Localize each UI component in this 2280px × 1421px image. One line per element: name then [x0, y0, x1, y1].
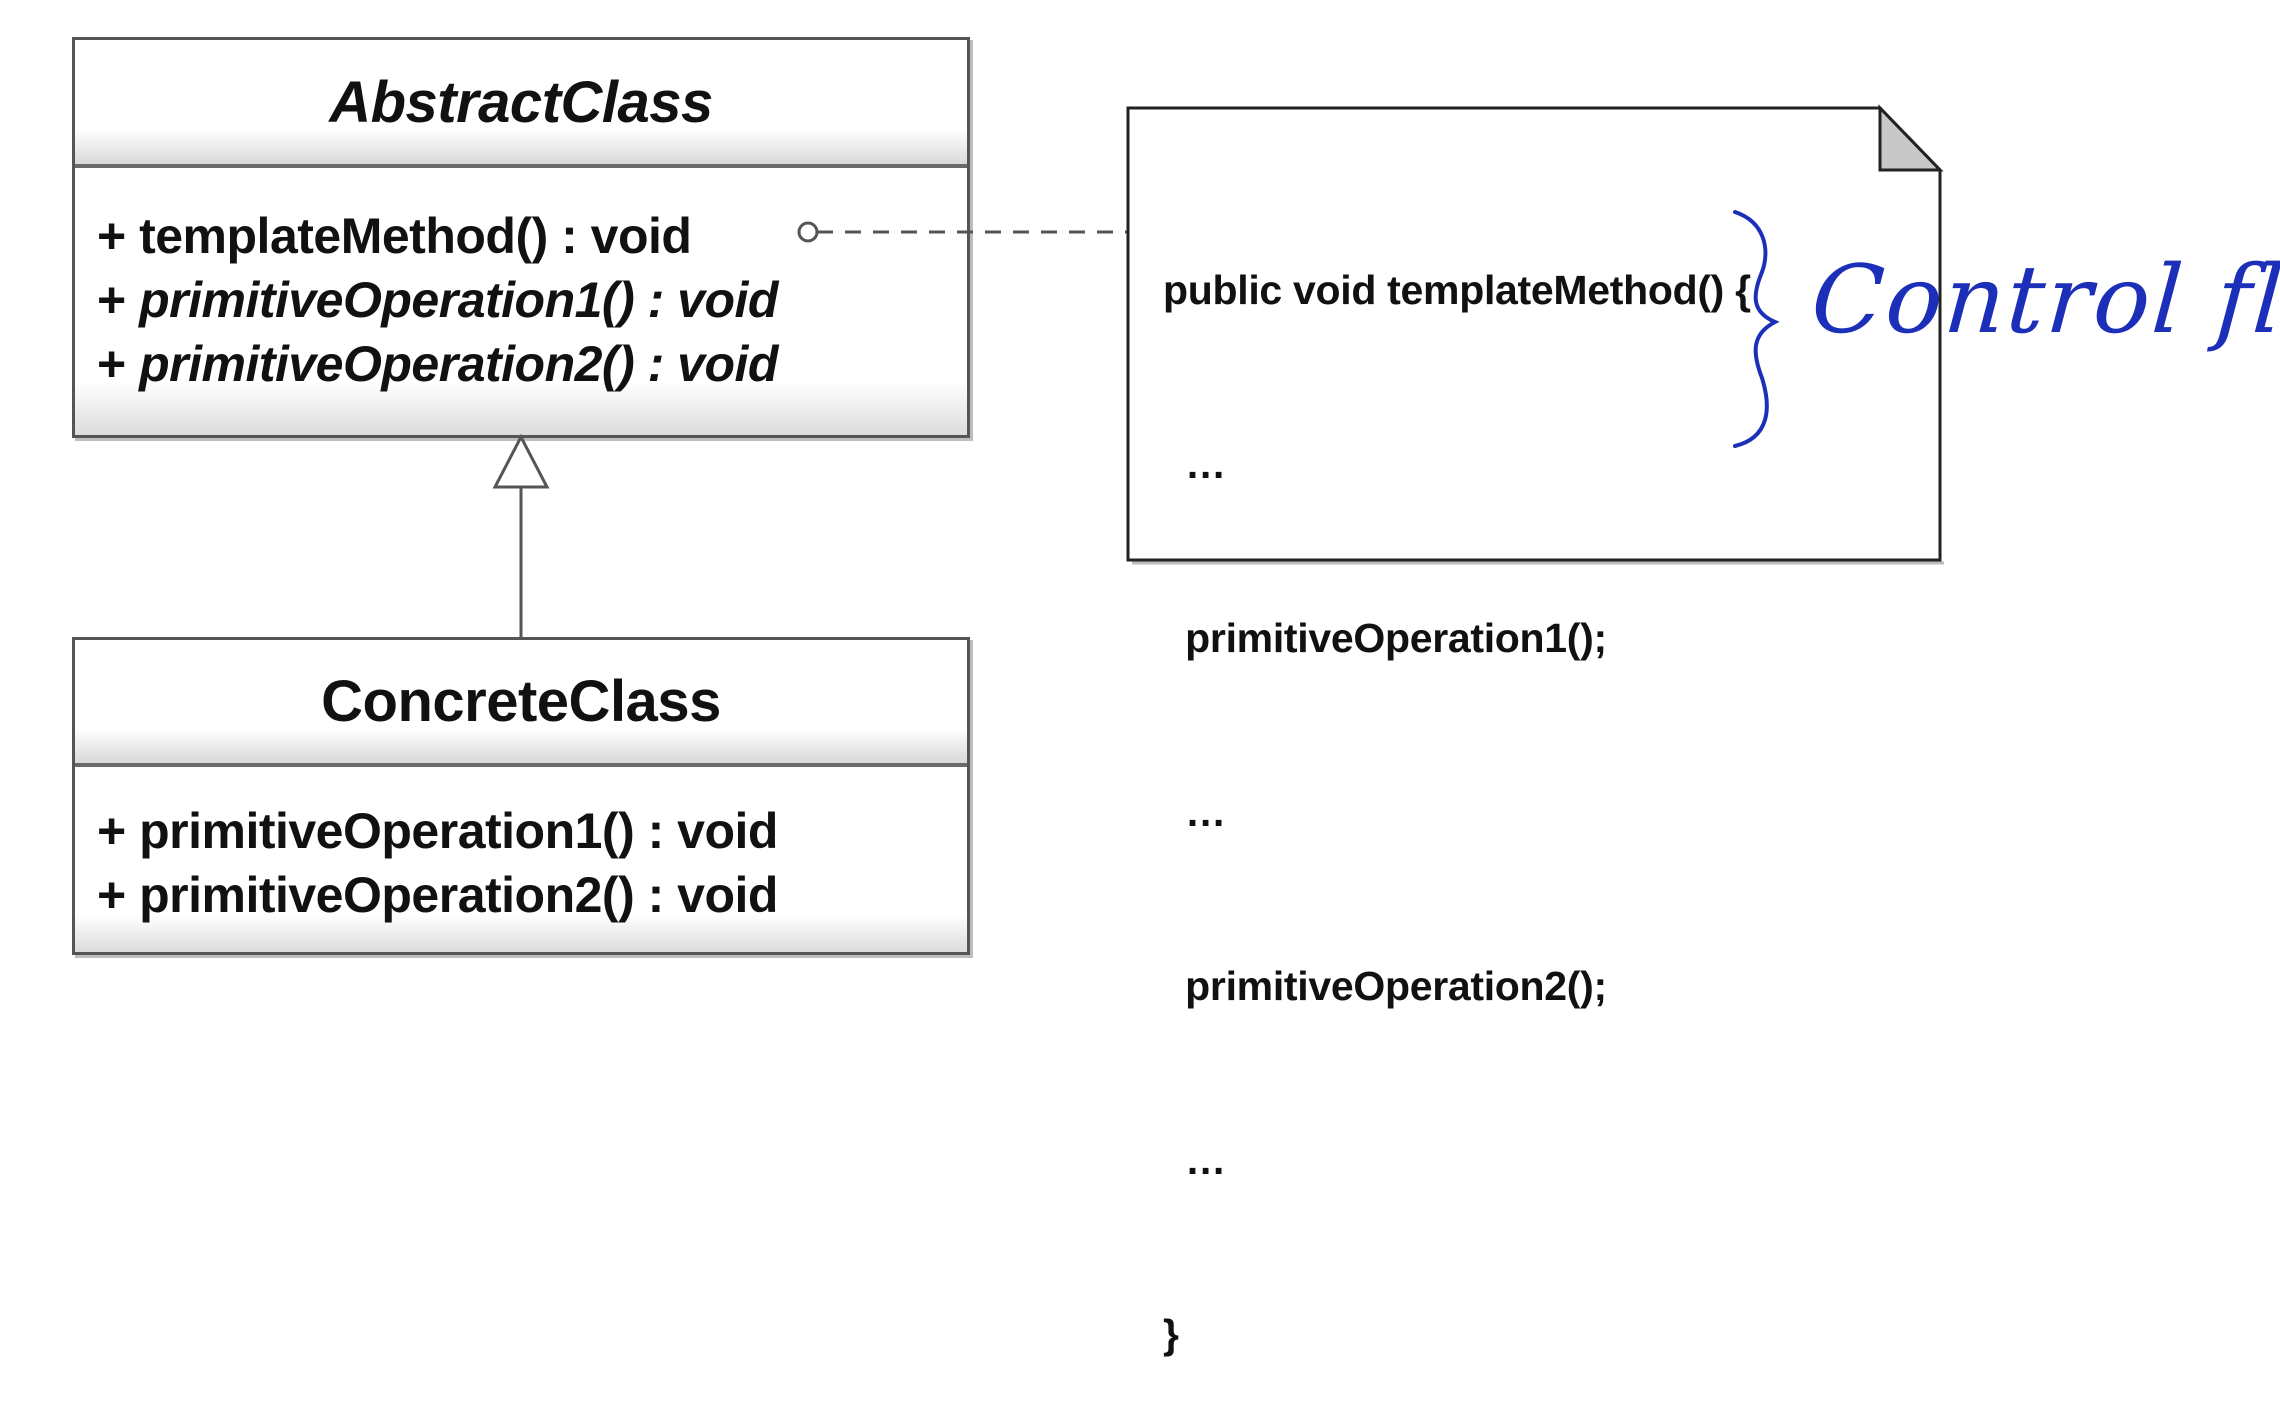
- op-signature: templateMethod() : void: [139, 208, 692, 264]
- note-fold: [1878, 104, 1944, 172]
- control-flow-brace: [1733, 210, 1780, 448]
- diagram-connectors: [492, 104, 1944, 637]
- inheritance-arrowhead: [492, 433, 550, 489]
- op-signature: primitiveOperation2() : void: [139, 867, 778, 923]
- operation-primitive-1-abstract: + primitiveOperation1() : void: [97, 268, 967, 332]
- op-visibility: +: [97, 272, 140, 328]
- operation-template-method: + templateMethod() : void: [97, 204, 967, 268]
- operation-primitive-2: + primitiveOperation2() : void: [97, 863, 967, 927]
- code-line: …: [1163, 441, 1226, 487]
- code-line: …: [1163, 789, 1226, 835]
- code-line: primitiveOperation2();: [1163, 963, 1607, 1009]
- code-line: public void templateMethod() {: [1163, 267, 1751, 313]
- control-flow-annotation: Control flow: [1808, 246, 2280, 355]
- op-visibility: +: [97, 867, 140, 923]
- note-code: public void templateMethod() { … primiti…: [1163, 145, 1751, 1421]
- op-signature: primitiveOperation1() : void: [139, 272, 778, 328]
- concrete-class-operations: + primitiveOperation1() : void + primiti…: [75, 767, 967, 952]
- code-line: …: [1163, 1137, 1226, 1183]
- abstract-class-box[interactable]: AbstractClass + templateMethod() : void …: [72, 37, 970, 438]
- concrete-class-name: ConcreteClass: [75, 640, 967, 767]
- abstract-class-name: AbstractClass: [75, 40, 967, 168]
- operation-primitive-1: + primitiveOperation1() : void: [97, 799, 967, 863]
- op-visibility: +: [97, 803, 140, 859]
- code-line: }: [1163, 1311, 1179, 1357]
- code-line: primitiveOperation1();: [1163, 615, 1607, 661]
- op-signature: primitiveOperation1() : void: [139, 803, 778, 859]
- op-visibility: +: [97, 208, 140, 264]
- concrete-class-box[interactable]: ConcreteClass + primitiveOperation1() : …: [72, 637, 970, 955]
- op-signature: primitiveOperation2() : void: [139, 336, 778, 392]
- op-visibility: +: [97, 336, 140, 392]
- operation-primitive-2-abstract: + primitiveOperation2() : void: [97, 332, 967, 396]
- note-anchor-circle: [797, 221, 819, 243]
- abstract-class-operations: + templateMethod() : void + primitiveOpe…: [75, 168, 967, 435]
